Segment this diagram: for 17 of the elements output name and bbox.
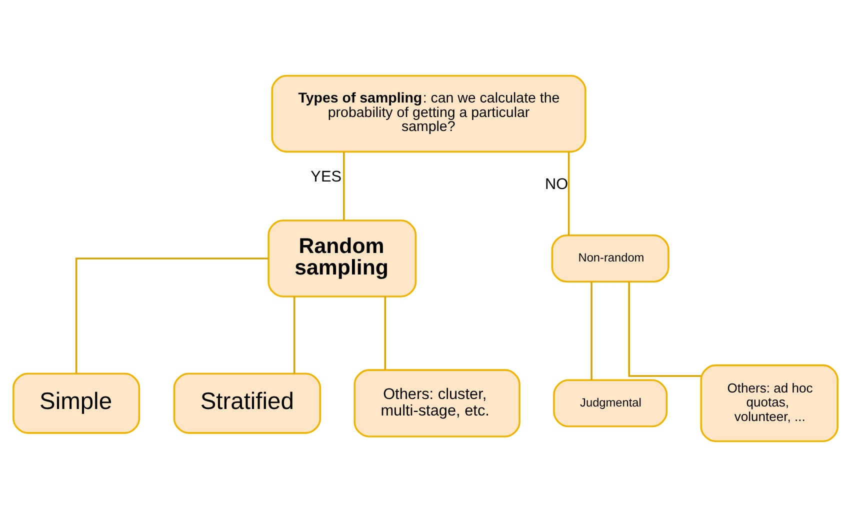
node-box: Others: cluster, multi-stage, etc.: [354, 369, 520, 438]
connector: [343, 152, 345, 220]
connector: [293, 296, 296, 374]
node-box: Non-random: [551, 234, 670, 283]
connector: [568, 152, 570, 236]
node-box: Types of sampling: can we calculate the probability of getting a particular sample?: [271, 74, 586, 153]
edge-label: NO: [545, 176, 568, 194]
node-box: Random sampling: [268, 220, 417, 298]
edge-label: YES: [310, 168, 342, 186]
node-box: Stratified: [173, 372, 322, 434]
connector: [628, 282, 701, 377]
connector: [590, 282, 592, 380]
connector: [75, 258, 268, 374]
node-box: Judgmental: [553, 379, 668, 428]
node-box: Others: ad hoc quotas, volunteer, ...: [700, 364, 838, 442]
node-box: Simple: [12, 372, 140, 434]
connector: [384, 296, 386, 370]
